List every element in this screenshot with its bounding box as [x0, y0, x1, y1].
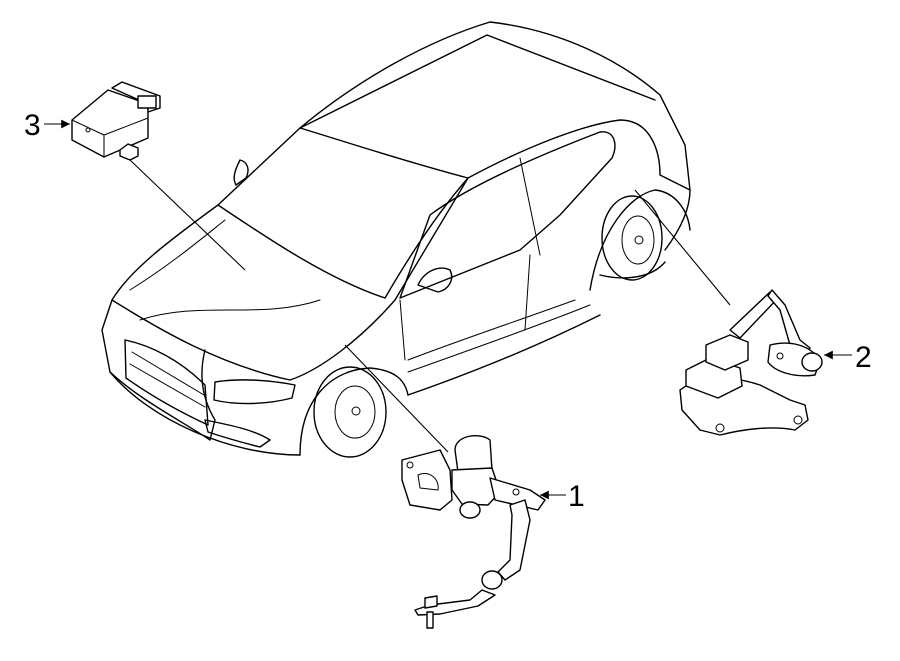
callout-3-label: 3	[24, 109, 41, 142]
callout-2-label: 2	[855, 341, 872, 374]
part-2-rear-level-sensor[interactable]	[679, 289, 823, 436]
leader-part-3	[129, 159, 246, 271]
car-fog-lamp	[204, 419, 271, 448]
car-rear-wheel	[601, 195, 663, 281]
car-rear-arch	[589, 189, 691, 291]
part-3-control-module[interactable]	[71, 81, 161, 161]
callout-1[interactable]: 1	[540, 480, 585, 513]
car-front-arch	[299, 367, 409, 456]
car-hood-line	[129, 219, 226, 291]
car-grille	[124, 339, 209, 426]
car-front-wheel	[313, 366, 387, 458]
car-roof-inner	[299, 34, 656, 129]
part-1-front-level-sensor[interactable]	[401, 434, 546, 629]
car-mirror-left	[233, 159, 249, 186]
car-headlight	[213, 379, 296, 405]
leader-part-2	[634, 189, 731, 306]
car-side-body	[394, 119, 691, 301]
callout-3[interactable]: 3	[24, 109, 70, 142]
leader-part-1	[344, 344, 449, 453]
car-door-lines	[399, 254, 576, 361]
car-hood	[111, 204, 396, 381]
leader-lines	[129, 159, 731, 453]
callout-1-label: 1	[568, 480, 585, 513]
callout-2[interactable]: 2	[824, 341, 872, 374]
car-windshield	[217, 127, 469, 299]
car-lower-front	[109, 371, 301, 456]
car-mirror-right	[417, 267, 453, 293]
vehicle-illustration	[101, 21, 691, 458]
car-door-window	[399, 131, 616, 299]
car-front-fascia	[101, 299, 216, 441]
car-roof-outline	[299, 21, 691, 191]
